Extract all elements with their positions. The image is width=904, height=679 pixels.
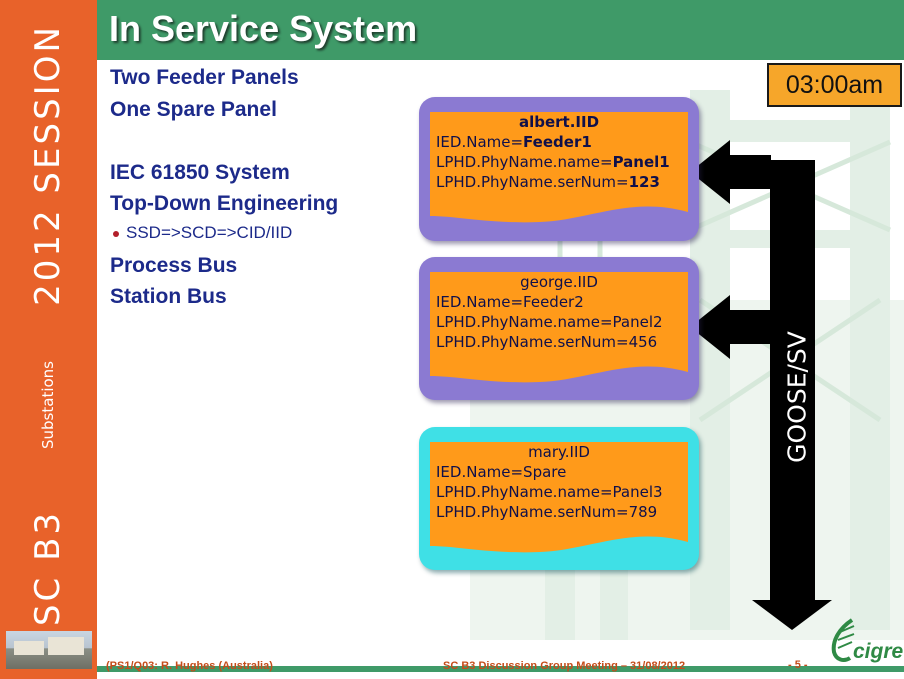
arrow-to-george-icon xyxy=(690,295,771,359)
mary-ied-name: IED.Name=Spare xyxy=(436,463,567,481)
iid-card-mary: mary.IID IED.Name=Spare LPHD.PhyName.nam… xyxy=(419,427,699,570)
bullet-station-bus: Station Bus xyxy=(110,285,227,308)
bullet-dot-icon xyxy=(113,230,119,237)
bullet-one-spare-panel: One Spare Panel xyxy=(110,98,277,121)
george-phyname-name: LPHD.PhyName.name=Panel2 xyxy=(436,313,663,331)
george-phyname-sernum: LPHD.PhyName.serNum=456 xyxy=(436,333,658,351)
george-ied-name: IED.Name=Feeder2 xyxy=(436,293,584,311)
page-number: - 5 - xyxy=(788,659,808,671)
title-bar xyxy=(97,0,904,60)
mary-phyname-sernum: LPHD.PhyName.serNum=789 xyxy=(436,503,658,521)
card-paper-shape xyxy=(430,442,688,553)
albert-phyname-name: LPHD.PhyName.name=Panel1 xyxy=(436,153,670,171)
bullet-two-feeder-panels: Two Feeder Panels xyxy=(110,66,299,89)
footer-band xyxy=(97,640,904,679)
footer-rule xyxy=(97,666,904,672)
sub-bullet-text: SSD=>SCD=>CID/IID xyxy=(126,223,293,242)
slide-title: In Service System xyxy=(109,8,418,49)
sub-bullet-ssd-scd-cid: SSD=>SCD=>CID/IID xyxy=(113,223,292,243)
arrow-to-albert-icon xyxy=(690,140,771,204)
left-session-band: 2012 SESSION Substations SC B3 xyxy=(0,0,97,679)
footer-author: (PS1/Q03: R. Hughes (Australia) xyxy=(106,660,273,672)
albert-file-name: albert.IID xyxy=(518,113,600,131)
mary-file-name: mary.IID xyxy=(528,443,590,461)
george-file-name: george.IID xyxy=(520,273,598,291)
venue-photo xyxy=(6,631,92,669)
bullet-iec-61850-system: IEC 61850 System xyxy=(110,161,290,184)
iid-card-george: george.IID IED.Name=Feeder2 LPHD.PhyName… xyxy=(419,257,699,400)
card-paper-shape xyxy=(430,112,688,223)
bullet-top-down-engineering: Top-Down Engineering xyxy=(110,192,339,215)
mary-phyname-name: LPHD.PhyName.name=Panel3 xyxy=(436,483,663,501)
bullet-process-bus: Process Bus xyxy=(110,254,238,277)
clock-time-box: 03:00am xyxy=(767,63,902,107)
card-paper-shape xyxy=(430,272,688,383)
goose-sv-label: GOOSE/SV xyxy=(782,331,812,463)
cigre-logo-text: cigre xyxy=(853,640,904,663)
bus-vertical-arrow xyxy=(752,160,832,630)
albert-phyname-sernum: LPHD.PhyName.serNum=123 xyxy=(436,173,660,191)
albert-ied-name: IED.Name=Feeder1 xyxy=(436,133,592,151)
iid-card-albert: albert.IID IED.Name=Feeder1 LPHD.PhyName… xyxy=(419,97,699,241)
cigre-logo-icon xyxy=(831,618,855,662)
footer-meeting: SC B3 Discussion Group Meeting – 31/08/2… xyxy=(443,660,686,672)
